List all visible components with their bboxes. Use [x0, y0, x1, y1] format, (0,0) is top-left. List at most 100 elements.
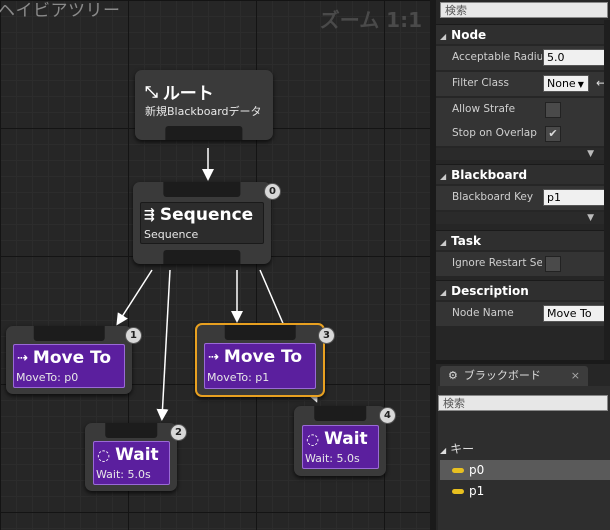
wait4-clock-icon: ◌ — [306, 430, 320, 448]
blackboard-tab-icon: ⚙ — [448, 369, 458, 382]
moveto3-subtitle: MoveTo: p1 — [207, 371, 270, 384]
blackboard-tab[interactable]: ⚙ ブラックボード × — [440, 366, 588, 386]
moveto-node-3[interactable]: ⇢ Move To MoveTo: p1 — [195, 323, 325, 397]
keys-header[interactable]: ◢キー — [440, 440, 474, 457]
moveto3-body: ⇢ Move To MoveTo: p1 — [204, 343, 316, 389]
wait4-index-badge: 4 — [379, 407, 396, 424]
blackboard-tab-label: ブラックボード — [463, 369, 541, 382]
blackboard-category-label: Blackboard — [451, 168, 528, 182]
key-item-p0[interactable]: p0 — [440, 460, 610, 480]
moveto-node-1[interactable]: ⇢ Move To MoveTo: p0 — [6, 326, 132, 394]
panel-splitter[interactable] — [430, 0, 436, 530]
wait2-index-badge: 2 — [170, 424, 187, 441]
collapse-triangle-icon: ◢ — [440, 238, 447, 247]
blackboard-category-header[interactable]: ◢ Blackboard — [436, 164, 610, 184]
wait2-subtitle: Wait: 5.0s — [96, 468, 151, 481]
wait2-input-pin[interactable] — [105, 423, 157, 438]
close-icon[interactable]: × — [570, 369, 580, 382]
wait4-body: ◌ Wait Wait: 5.0s — [302, 425, 379, 469]
allow-strafe-row: Allow Strafe — [436, 98, 610, 122]
wait-node-2[interactable]: ◌ Wait Wait: 5.0s — [85, 423, 177, 491]
sequence-title: Sequence — [159, 205, 254, 225]
wait2-body: ◌ Wait Wait: 5.0s — [93, 441, 170, 485]
root-title: ルート — [162, 84, 214, 104]
horizontal-splitter[interactable] — [436, 360, 610, 364]
root-node[interactable]: ⤡ ルート 新規Blackboardデータ — [135, 70, 273, 140]
wait4-title: Wait — [324, 429, 368, 449]
sequence-node[interactable]: ⇶ Sequence Sequence — [133, 182, 271, 264]
stop-on-overlap-row: Stop on Overlap ✔ — [436, 122, 610, 146]
moveto3-arrow-icon: ⇢ — [208, 349, 219, 365]
edge-sequence-moveto1 — [116, 269, 153, 326]
key-type-icon — [452, 468, 464, 473]
node-advanced-expander[interactable]: ▼ — [436, 148, 610, 160]
ignore-restart-checkbox[interactable] — [545, 256, 561, 272]
sequence-output-pin[interactable] — [163, 250, 241, 264]
details-search-input[interactable]: 検索 — [440, 2, 608, 18]
sequence-icon: ⇶ — [144, 207, 155, 223]
wait4-subtitle: Wait: 5.0s — [305, 452, 360, 465]
keys-header-label: キー — [450, 442, 475, 456]
moveto3-input-pin[interactable] — [224, 325, 296, 340]
blackboard-key-dropdown[interactable]: p1 — [543, 189, 610, 206]
moveto1-arrow-icon: ⇢ — [17, 350, 28, 366]
node-category-label: Node — [451, 28, 487, 42]
wait2-clock-icon: ◌ — [97, 446, 111, 464]
stop-on-overlap-label: Stop on Overlap — [452, 127, 537, 139]
moveto1-subtitle: MoveTo: p0 — [16, 371, 79, 384]
node-name-row: Node Name Move To — [436, 302, 610, 326]
graph-title: ヘイビアツリー — [0, 1, 121, 21]
filter-class-row: Filter Class None▼ ⟵ — [436, 72, 610, 96]
blackboard-search-input[interactable]: 検索 — [438, 395, 608, 411]
filter-class-dropdown[interactable]: None▼ — [543, 75, 589, 92]
wait2-title: Wait — [115, 445, 159, 465]
edge-sequence-wait2 — [156, 269, 171, 421]
acceptable-radius-input[interactable]: 5.0 — [543, 49, 610, 66]
sequence-subtitle: Sequence — [144, 228, 199, 241]
filter-class-label: Filter Class — [452, 77, 509, 89]
wait4-input-pin[interactable] — [314, 406, 366, 421]
chevron-down-icon: ▼ — [577, 80, 584, 89]
key-label: p1 — [469, 484, 485, 498]
blackboard-key-label: Blackboard Key — [452, 191, 534, 203]
moveto3-title: Move To — [223, 347, 303, 367]
collapse-triangle-icon: ◢ — [440, 446, 447, 455]
description-category-label: Description — [451, 284, 529, 298]
key-label: p0 — [469, 463, 485, 477]
task-category-header[interactable]: ◢ Task — [436, 230, 610, 250]
moveto1-index-badge: 1 — [125, 327, 142, 344]
zoom-indicator: ズーム 1:1 — [319, 8, 422, 32]
wait-node-4[interactable]: ◌ Wait Wait: 5.0s — [294, 406, 386, 476]
moveto1-body: ⇢ Move To MoveTo: p0 — [13, 344, 125, 388]
sequence-input-pin[interactable] — [163, 182, 241, 197]
ignore-restart-label: Ignore Restart Sel — [452, 257, 542, 269]
blackboard-advanced-expander[interactable]: ▼ — [436, 212, 610, 224]
sequence-body: ⇶ Sequence Sequence — [140, 202, 264, 244]
sequence-index-badge: 0 — [264, 183, 281, 200]
key-item-p1[interactable]: p1 — [440, 481, 610, 501]
description-category-header[interactable]: ◢ Description — [436, 280, 610, 300]
node-category-header[interactable]: ◢ Node — [436, 24, 610, 44]
root-output-pin[interactable] — [165, 126, 243, 140]
collapse-triangle-icon: ◢ — [440, 32, 447, 41]
task-category-label: Task — [451, 234, 482, 248]
moveto3-index-badge: 3 — [318, 327, 335, 344]
node-name-input[interactable]: Move To — [543, 305, 610, 322]
blackboard-key-row: Blackboard Key p1 — [436, 186, 610, 210]
behavior-tree-graph[interactable]: ヘイビアツリー ズーム 1:1 ⤡ ルート 新規Blackboardデータ ⇶ … — [0, 0, 430, 530]
blackboard-panel: ⚙ ブラックボード × 検索 ◢キー p0 p1 — [436, 364, 610, 530]
allow-strafe-label: Allow Strafe — [452, 103, 516, 115]
checkmark-icon: ✔ — [548, 127, 558, 140]
details-scrollbar[interactable] — [604, 20, 610, 360]
moveto1-input-pin[interactable] — [33, 326, 105, 341]
acceptable-radius-label: Acceptable Radius — [452, 51, 542, 63]
collapse-triangle-icon: ◢ — [440, 172, 447, 181]
filter-class-value: None — [547, 77, 576, 90]
stop-on-overlap-checkbox[interactable]: ✔ — [545, 126, 561, 142]
allow-strafe-checkbox[interactable] — [545, 102, 561, 118]
node-name-label: Node Name — [452, 307, 514, 319]
collapse-triangle-icon: ◢ — [440, 288, 447, 297]
ignore-restart-row: Ignore Restart Sel — [436, 252, 610, 276]
root-icon: ⤡ — [145, 81, 158, 101]
moveto1-title: Move To — [32, 348, 112, 368]
